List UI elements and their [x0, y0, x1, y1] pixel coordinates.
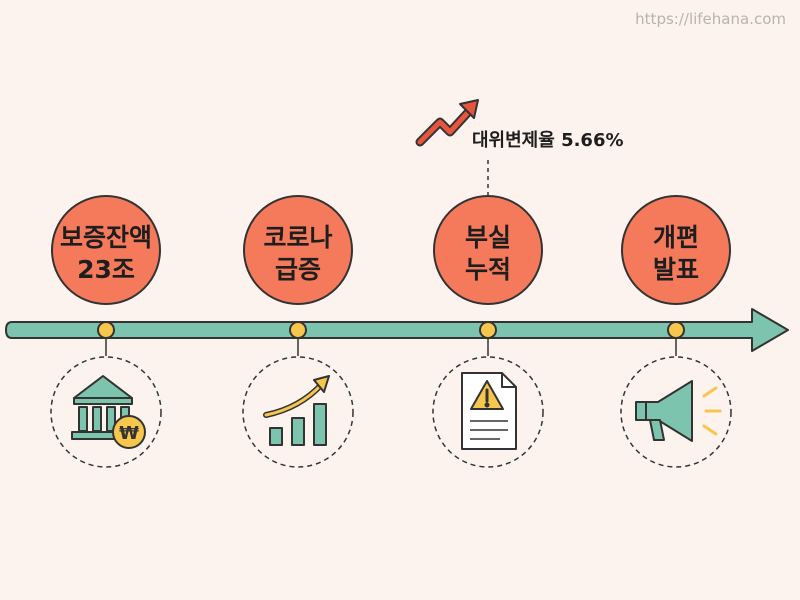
step-title: 코로나 — [263, 223, 332, 252]
step-title: 보증잔액 — [60, 223, 152, 252]
step-subtitle: 급증 — [275, 255, 321, 284]
step-node — [51, 195, 161, 305]
icon-frame — [432, 356, 544, 468]
step-title: 부실 — [465, 223, 511, 252]
timeline-dot — [667, 321, 685, 339]
svg-text:₩: ₩ — [119, 423, 139, 444]
icon-frame — [50, 356, 162, 468]
step-subtitle: 누적 — [465, 255, 511, 284]
step-2: 코로나 급증 — [242, 195, 354, 468]
default-rate-label: 대위변제율 5.66% — [472, 130, 624, 151]
step-subtitle: 23조 — [77, 255, 135, 284]
timeline-dot — [97, 321, 115, 339]
bank-won-icon: ₩ — [71, 375, 146, 449]
step-node — [433, 195, 543, 305]
icon-frame — [620, 356, 732, 468]
step-1: 보증잔액 23조 ₩ — [50, 195, 162, 468]
growth-chart-icon — [263, 375, 330, 446]
annotation: 대위변제율 5.66% — [415, 99, 624, 196]
megaphone-icon — [635, 380, 722, 442]
timeline-dot — [479, 321, 497, 339]
timeline-arrow — [5, 308, 789, 352]
warning-document-icon — [461, 372, 517, 450]
timeline-dot — [289, 321, 307, 339]
watermark: https://lifehana.com — [635, 10, 786, 28]
step-title: 개편 — [653, 223, 699, 252]
step-subtitle: 발표 — [653, 255, 699, 284]
step-node — [243, 195, 353, 305]
step-3: 부실 누적 — [432, 195, 544, 468]
icon-frame — [242, 356, 354, 468]
trend-arrow-icon — [415, 99, 479, 147]
step-node — [621, 195, 731, 305]
step-4: 개편 발표 — [620, 195, 732, 468]
